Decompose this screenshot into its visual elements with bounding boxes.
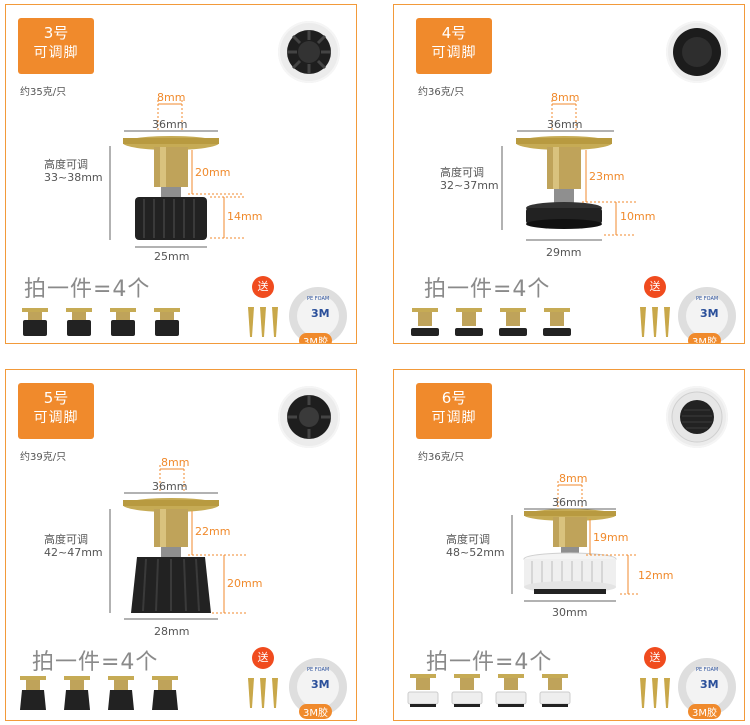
foot-dimension: 12mm [638,569,673,582]
product-number: 4号 [441,24,467,42]
bolt-dimension: 8mm [551,91,579,104]
screws-icon [248,307,278,337]
tape-label: 3M胶 [688,704,721,719]
height-range: 48~52mm [446,546,505,559]
plate-dimension: 36mm [152,118,187,131]
product-name: 可调脚 [431,410,477,426]
product-number: 6号 [441,389,467,407]
four-pack-illustration [407,674,571,707]
foot-dimension: 20mm [227,577,262,590]
product-weight: 约35克/只 [20,87,67,98]
dimension-diagram: 8mm 36mm 高度可调 48~52mm 19mm 12mm 30mm [446,472,673,619]
promo-text: 拍一件=4个 [24,277,151,302]
dimension-diagram: 8mm 36mm 高度可调 32~37mm 23mm 10mm 29mm [440,91,655,259]
tape-logo: 3M [311,678,330,691]
foot-dimension: 14mm [227,210,262,223]
gift-badge: 送 [644,276,666,298]
tape-small-text: PE FOAM [696,296,719,302]
height-label: 高度可调 [440,165,484,179]
promo-text: 拍一件=4个 [426,650,553,675]
product-badge: 5号 可调脚 [18,383,94,439]
plate-dimension: 36mm [152,480,187,493]
height-label: 高度可调 [44,157,88,171]
foot-bottom-icon [671,391,723,443]
plate-dimension: 36mm [547,118,582,131]
height-label: 高度可调 [446,532,490,546]
promo-text: 拍一件=4个 [424,277,551,302]
gift-badge: 送 [252,647,274,669]
foot-bottom-thumbnail [278,386,340,448]
foot-bottom-icon [287,395,331,439]
base-dimension: 28mm [154,625,189,638]
product-badge: 3号 可调脚 [18,18,94,74]
foot-bottom-thumbnail [278,21,340,83]
product-weight: 约36克/只 [418,452,465,463]
four-pack-illustration [20,676,178,710]
product-number: 5号 [43,389,69,407]
stem-dimension: 23mm [589,170,624,183]
3m-tape-icon: PE FOAM 3M 3M胶 [678,658,736,719]
foot-dimension: 10mm [620,210,655,223]
stem-dimension: 22mm [195,525,230,538]
tape-small-text: PE FOAM [307,296,330,302]
height-range: 33~38mm [44,171,103,184]
four-pack-illustration [411,308,571,336]
stem-dimension: 20mm [195,166,230,179]
height-range: 42~47mm [44,546,103,559]
dimension-diagram: 8mm 36mm 高度可调 33~38mm 20mm 14mm [44,91,262,263]
product-card-4: 4号 可调脚 约36克/只 8mm 36mm 高度可调 32~37mm 23mm… [393,4,745,344]
bolt-dimension: 8mm [559,472,587,485]
product-card-3: 3号 可调脚 约35克/只 8mm 36mm [5,4,357,344]
product-badge: 6号 可调脚 [416,383,492,439]
product-badge: 4号 可调脚 [416,18,492,74]
screws-icon [248,678,278,708]
height-label: 高度可调 [44,532,88,546]
3m-tape-icon: PE FOAM 3M 3M胶 [289,658,347,719]
stem-dimension: 19mm [593,531,628,544]
tape-label: 3M胶 [688,333,721,343]
tape-logo: 3M [700,307,719,320]
base-dimension: 29mm [546,246,581,259]
plate-dimension: 36mm [552,496,587,509]
product-card-5: 5号 可调脚 约39克/只 8mm 36mm 高度可调 [5,369,357,721]
foot-bottom-thumbnail [666,386,728,448]
screws-icon [640,307,670,337]
product-name: 可调脚 [431,45,477,61]
gift-badge: 送 [252,276,274,298]
foot-bottom-icon [673,28,721,76]
3m-tape-icon: PE FOAM 3M 3M胶 [289,287,347,343]
tape-logo: 3M [700,678,719,691]
foot-bottom-thumbnail [666,21,728,83]
product-weight: 约36克/只 [418,87,465,98]
tape-small-text: PE FOAM [307,667,330,673]
dimension-diagram: 8mm 36mm 高度可调 42~47mm 22mm 20mm 28mm [44,456,262,638]
3m-tape-icon: PE FOAM 3M 3M胶 [678,287,736,343]
bolt-dimension: 8mm [157,91,185,104]
screws-icon [640,678,670,708]
tape-small-text: PE FOAM [696,667,719,673]
product-number: 3号 [43,24,69,42]
base-dimension: 25mm [154,250,189,263]
product-name: 可调脚 [33,45,79,61]
product-weight: 约39克/只 [20,452,67,463]
promo-text: 拍一件=4个 [32,650,159,675]
product-card-6: 6号 可调脚 约36克/只 8mm 36mm [393,369,745,721]
height-range: 32~37mm [440,179,499,192]
tape-label: 3M胶 [299,704,332,719]
product-name: 可调脚 [33,410,79,426]
tape-logo: 3M [311,307,330,320]
base-dimension: 30mm [552,606,587,619]
bolt-dimension: 8mm [161,456,189,469]
gift-badge: 送 [644,647,666,669]
tape-label: 3M胶 [299,333,332,343]
four-pack-illustration [22,308,180,336]
foot-bottom-icon [287,30,331,74]
